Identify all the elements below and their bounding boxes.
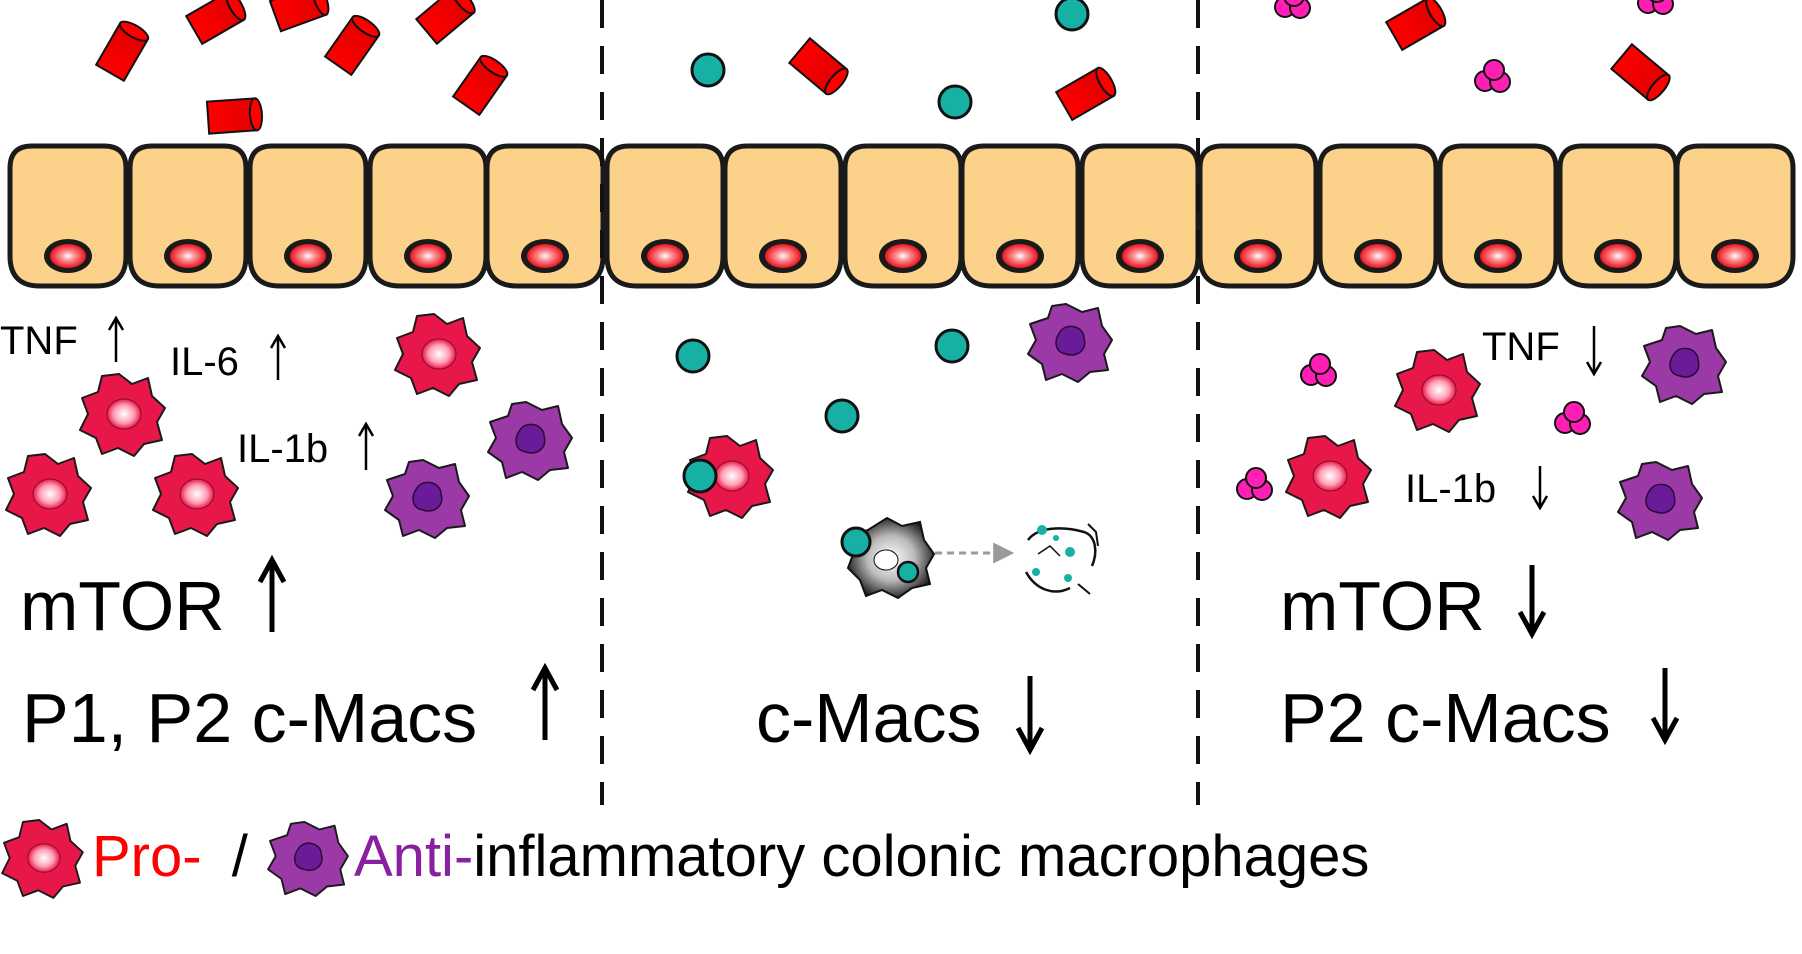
legend-separator: / bbox=[232, 824, 249, 889]
lumen-bacteria bbox=[95, 0, 1675, 135]
magenta-cluster-icon bbox=[1554, 401, 1591, 435]
anti-macrophage-icon bbox=[1617, 461, 1703, 541]
pro-macrophage-icon bbox=[1, 819, 84, 899]
rod-bacteria-icon bbox=[452, 51, 512, 116]
rod-bacteria-icon bbox=[415, 0, 480, 45]
up-arrow-icon bbox=[269, 333, 287, 349]
pro-macrophage-icon bbox=[1285, 435, 1372, 519]
pro-macrophage-icon bbox=[5, 453, 92, 537]
rod-bacteria-icon bbox=[95, 17, 152, 82]
rod-bacteria-icon bbox=[205, 96, 265, 135]
macs-label-left: P1, P2 c-Macs bbox=[22, 679, 477, 757]
anti-macrophage-icon bbox=[384, 459, 470, 539]
cytokine-label-tnf-left: TNF bbox=[0, 319, 78, 363]
rod-bacteria-icon bbox=[1610, 43, 1675, 105]
cytokine-label-il1b-right: IL-1b bbox=[1405, 467, 1496, 511]
magenta-cluster-icon bbox=[1474, 59, 1511, 93]
down-arrow-icon bbox=[1650, 716, 1680, 746]
mtor-label-right: mTOR bbox=[1280, 567, 1485, 645]
macs-label-middle: c-Macs bbox=[756, 679, 982, 757]
pro-macrophage-icon bbox=[394, 313, 481, 397]
teal-particle-icon bbox=[690, 52, 726, 88]
down-arrow-icon bbox=[1585, 361, 1603, 377]
rod-bacteria-icon bbox=[1055, 64, 1120, 121]
magenta-cluster-icon bbox=[1637, 0, 1674, 15]
magenta-cluster-icon bbox=[1236, 467, 1273, 501]
down-arrow-icon bbox=[1517, 610, 1547, 640]
up-arrow-icon bbox=[257, 554, 287, 584]
anti-macrophage-icon bbox=[487, 401, 573, 481]
epithelium-layer bbox=[10, 146, 1793, 286]
teal-particle-icon bbox=[937, 84, 973, 120]
cytokine-label-il6-left: IL-6 bbox=[170, 340, 239, 384]
teal-particle-icon bbox=[675, 338, 711, 374]
teal-particle-icon bbox=[824, 398, 860, 434]
up-arrow-icon bbox=[107, 315, 125, 331]
panel-middle: c-Macs bbox=[675, 303, 1113, 757]
anti-macrophage-icon bbox=[1641, 325, 1727, 405]
legend: Pro- / Anti-inflammatory colonic macroph… bbox=[1, 819, 1369, 899]
rod-bacteria-icon bbox=[1385, 0, 1450, 51]
panel-right: TNF IL-1b mTOR P2 c-Macs bbox=[1236, 325, 1727, 757]
teal-particle-icon bbox=[1054, 0, 1090, 32]
macs-label-right: P2 c-Macs bbox=[1280, 679, 1611, 757]
panel-left: TNF IL-6 IL-1b mTOR P1, P2 c-Macs bbox=[0, 313, 573, 757]
down-arrow-icon bbox=[1531, 495, 1549, 511]
down-arrow-icon bbox=[1015, 726, 1045, 756]
pro-macrophage-icon bbox=[1394, 349, 1481, 433]
anti-macrophage-icon bbox=[1027, 303, 1113, 383]
legend-text-anti: Anti-inflammatory colonic macrophages bbox=[354, 824, 1369, 889]
apoptotic-macrophage-icon bbox=[840, 516, 936, 600]
legend-pro-label: Pro- bbox=[92, 824, 202, 889]
pro-macrophage-icon bbox=[79, 373, 166, 457]
up-arrow-icon bbox=[530, 662, 560, 692]
legend-text: Pro- / bbox=[92, 824, 249, 889]
rod-bacteria-icon bbox=[788, 37, 853, 99]
legend-anti-label: Anti- bbox=[354, 824, 473, 889]
magenta-cluster-icon bbox=[1300, 353, 1337, 387]
rod-bacteria-icon bbox=[324, 11, 384, 76]
cytokine-label-tnf-right: TNF bbox=[1482, 325, 1560, 369]
anti-macrophage-icon bbox=[267, 820, 349, 897]
legend-suffix: inflammatory colonic macrophages bbox=[473, 824, 1369, 889]
mtor-label-left: mTOR bbox=[20, 567, 225, 645]
teal-particle-icon bbox=[682, 458, 718, 494]
magenta-cluster-icon bbox=[1274, 0, 1311, 19]
cytokine-label-il1b-left: IL-1b bbox=[237, 427, 328, 471]
disintegrated-macrophage-icon bbox=[1024, 523, 1099, 595]
rod-bacteria-icon bbox=[268, 0, 333, 33]
teal-particle-icon bbox=[934, 328, 970, 364]
rod-bacteria-icon bbox=[185, 0, 250, 45]
up-arrow-icon bbox=[357, 421, 375, 437]
pro-macrophage-icon bbox=[152, 453, 239, 537]
